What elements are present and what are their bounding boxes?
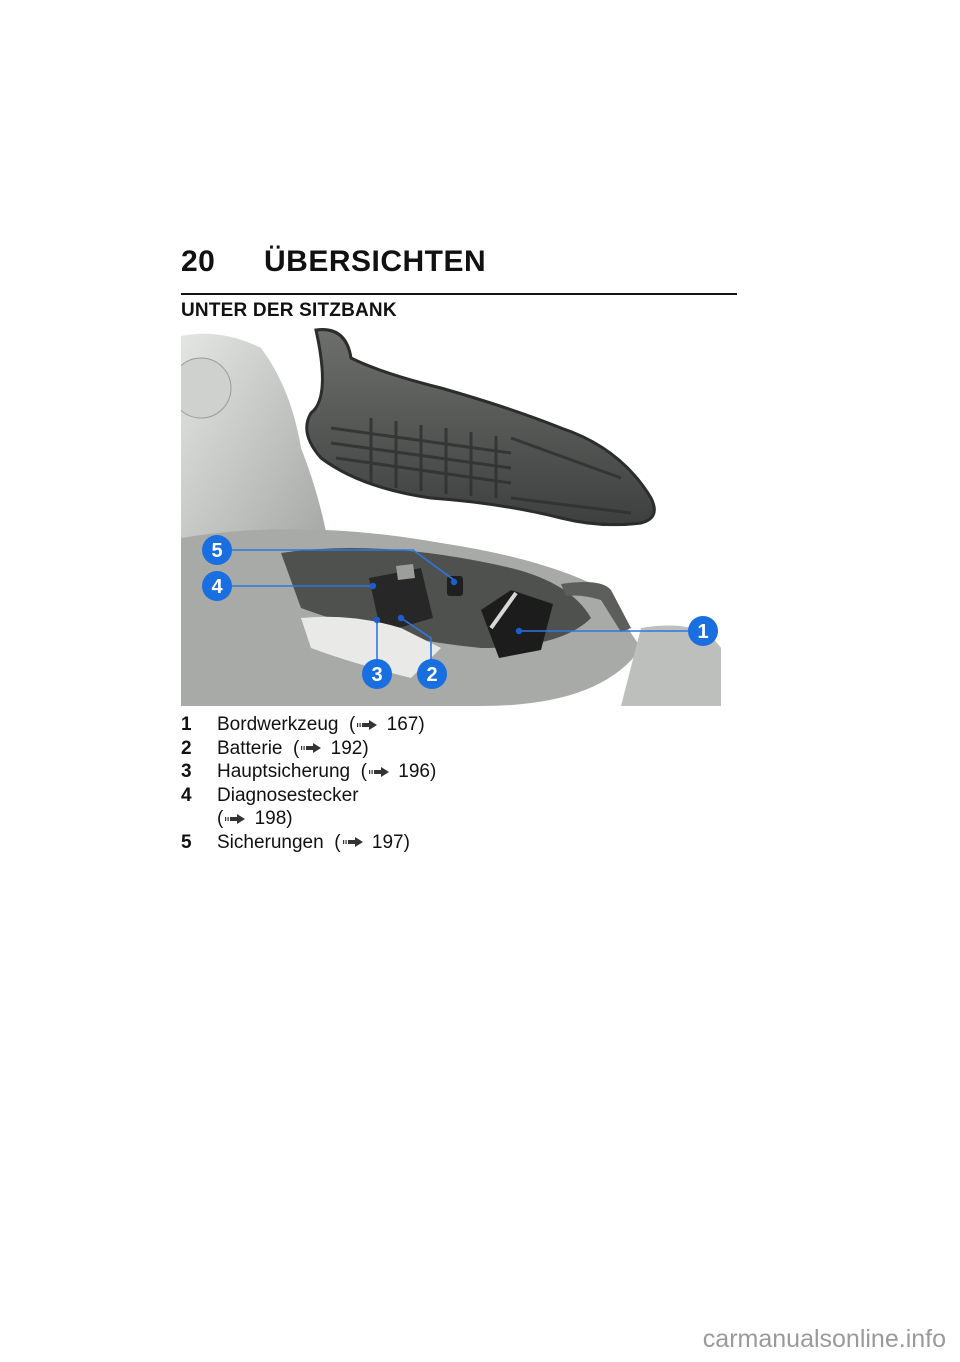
page-reference-arrow-icon (357, 719, 378, 730)
callout-4: 4 (202, 571, 232, 601)
legend-label: Sicherungen (217, 831, 324, 853)
svg-text:5: 5 (211, 540, 222, 562)
legend-number: 4 (181, 784, 192, 806)
watermark-link[interactable]: carmanualsonline.info (702, 1325, 946, 1353)
page-reference-link[interactable]: ( 198) (217, 808, 293, 829)
legend-number: 1 (181, 714, 192, 735)
legend-item: 2 Batterie ( 192) (181, 737, 436, 761)
legend-number: 2 (181, 737, 192, 759)
legend-label: Hauptsicherung (217, 761, 351, 782)
page-number: 20 (181, 245, 216, 278)
svg-text:2: 2 (426, 664, 437, 686)
section-title: UNTER DER SITZBANK (181, 300, 397, 321)
svg-text:3: 3 (371, 664, 382, 686)
page-reference-arrow-icon (225, 813, 246, 824)
legend-item: 5 Sicherungen ( 197) (181, 831, 436, 855)
callout-3: 3 (362, 659, 392, 689)
figure-legend: 1 Bordwerkzeug ( 167) 2 Batterie ( 192) … (181, 713, 436, 854)
under-seat-figure: 5 4 3 2 1 (181, 328, 721, 706)
legend-item: 1 Bordwerkzeug ( 167) (181, 713, 436, 737)
legend-label: Batterie (217, 737, 283, 759)
legend-item: 3 Hauptsicherung ( 196) (181, 760, 436, 784)
legend-item: 4 Diagnosestecker( 198) (181, 784, 436, 831)
callout-2: 2 (417, 659, 447, 689)
page-reference-link[interactable]: ( 196) (360, 761, 437, 782)
header-rule (181, 293, 737, 295)
page-reference-arrow-icon (301, 743, 322, 754)
svg-text:4: 4 (211, 576, 223, 598)
page-reference-arrow-icon (368, 766, 389, 777)
page-reference-link[interactable]: ( 167) (349, 714, 425, 735)
page-reference-link[interactable]: ( 197) (334, 831, 410, 853)
legend-number: 5 (181, 831, 192, 853)
legend-label: Bordwerkzeug (217, 714, 339, 735)
legend-label: Diagnosestecker (217, 784, 359, 806)
chapter-title: ÜBERSICHTEN (264, 245, 487, 278)
svg-text:1: 1 (697, 621, 708, 643)
legend-number: 3 (181, 761, 192, 782)
callout-1: 1 (688, 616, 718, 646)
page-reference-arrow-icon (342, 837, 363, 848)
page-reference-link[interactable]: ( 192) (293, 737, 369, 759)
callout-5: 5 (202, 535, 232, 565)
